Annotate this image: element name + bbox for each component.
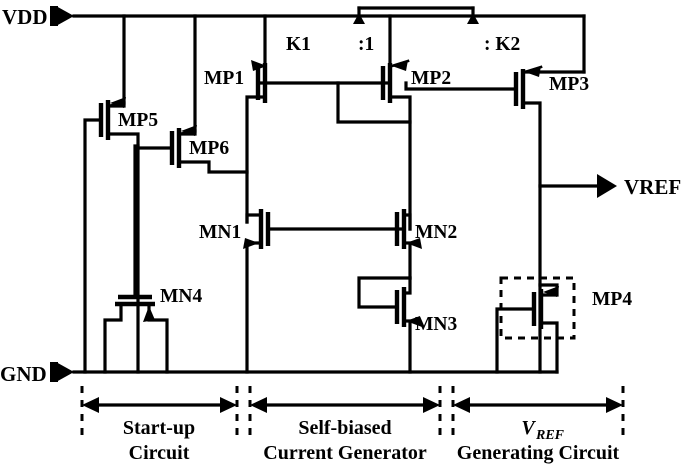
section-dividers [80,386,625,440]
mp1-label: MP1 [204,68,244,89]
device-mp1: MP1 K1 [204,34,392,224]
mp2-drain-leg [388,95,412,231]
device-mn1: MN1 [199,209,406,374]
arrow-startup-left-head [82,397,99,413]
ratio-k1-label: K1 [286,34,311,55]
vref-output-group: VREF [538,174,681,199]
mn2-label: MN2 [415,222,457,243]
gnd-terminal-marker [56,362,74,382]
device-mn4: MN4 [103,144,202,374]
vdd-terminal-marker [56,6,74,26]
vdd-bulk-arrow-mp3 [467,13,479,24]
device-mp3: MP3 : K2 [404,34,589,374]
mp1-drain-leg [245,95,267,224]
arrow-vrefgen-left-head [453,397,470,413]
mp6-bulk-line [177,129,197,136]
mn3-diode-wire [357,276,412,309]
vdd-label: VDD [2,5,48,29]
section-vrefgen-line1-group: V REF [521,417,564,443]
mn2-drain-leg [402,213,412,231]
arrow-selfbias-right-head [423,397,440,413]
mn1-label: MN1 [199,222,241,243]
arrow-selfbias-left-head [250,397,267,413]
vdd-bulk-arrow-mp2 [353,13,365,24]
section-captions: Start-up Circuit Self-biased Current Gen… [123,417,620,464]
mn4-bulk-arrow [143,306,155,322]
section-selfbias-line1: Self-biased [298,417,391,439]
gnd-label: GND [0,362,47,386]
vdd-terminal-body [50,6,58,26]
device-mp6: MP6 [136,125,249,374]
mp2-bulk-line [390,59,410,68]
mn1-bulk-arrow [243,238,259,249]
mp6-label: MP6 [189,138,229,159]
ratio-one-label: :1 [358,34,374,55]
mp3-bulk-line [523,65,543,74]
device-mp5: MP5 [83,97,158,374]
mn3-source-leg [402,319,412,374]
mp5-gate-wire [83,118,103,374]
section-vrefgen-line2: Generating Circuit [457,442,620,464]
section-startup-line2: Circuit [129,442,190,464]
mp4-bulk-arrow [543,286,559,297]
mp2-label: MP2 [411,68,451,89]
mn3-drain-leg [402,276,412,295]
mp2-gate-feedback-wire [336,81,412,124]
mp6-drain-leg [177,160,249,174]
ratio-k2-label: : K2 [484,34,520,55]
mn4-left-leg [103,302,123,374]
section-startup-line1: Start-up [123,417,195,439]
mp5-bulk-arrow [110,97,126,108]
mp5-label: MP5 [118,110,158,131]
mp5-drain-leg [106,132,140,148]
mn1-drain-leg [245,213,263,224]
mp4-drain-leg [539,321,559,374]
mp1-bulk-arrow [251,60,267,71]
vref-terminal-marker [597,174,617,198]
mp3-label: MP3 [549,74,589,95]
vdd-rail-group [50,6,586,26]
gnd-rail-group [50,362,559,382]
mp5-bulk-line [106,101,126,108]
vref-label: VREF [624,175,681,199]
mp6-bulk-arrow [181,125,197,136]
mn4-label: MN4 [160,286,202,307]
section-vrefgen-line1: V [521,417,536,439]
arrow-startup-right-head [220,397,237,413]
section-vrefgen-line1-sub: REF [535,428,565,443]
device-mn3: MN3 [357,276,457,374]
mp4-gate-wire [495,307,536,374]
mn3-label: MN3 [415,314,457,335]
mp3-drain-leg [521,101,542,374]
mp3-gate-wire [404,81,518,91]
gnd-terminal-body [50,362,58,382]
arrow-vrefgen-right-head [606,397,623,413]
section-arrows [82,397,623,413]
device-mn2: MN2 [394,209,457,280]
section-selfbias-line2: Current Generator [263,442,427,464]
mp4-label: MP4 [592,289,632,310]
mn1-source-leg [245,241,263,374]
device-mp2: MP2 :1 [336,34,451,231]
mn2-bulk-arrow [406,238,422,249]
device-mp4: MP4 [495,276,632,374]
mn3-bulk-arrow [406,316,422,327]
